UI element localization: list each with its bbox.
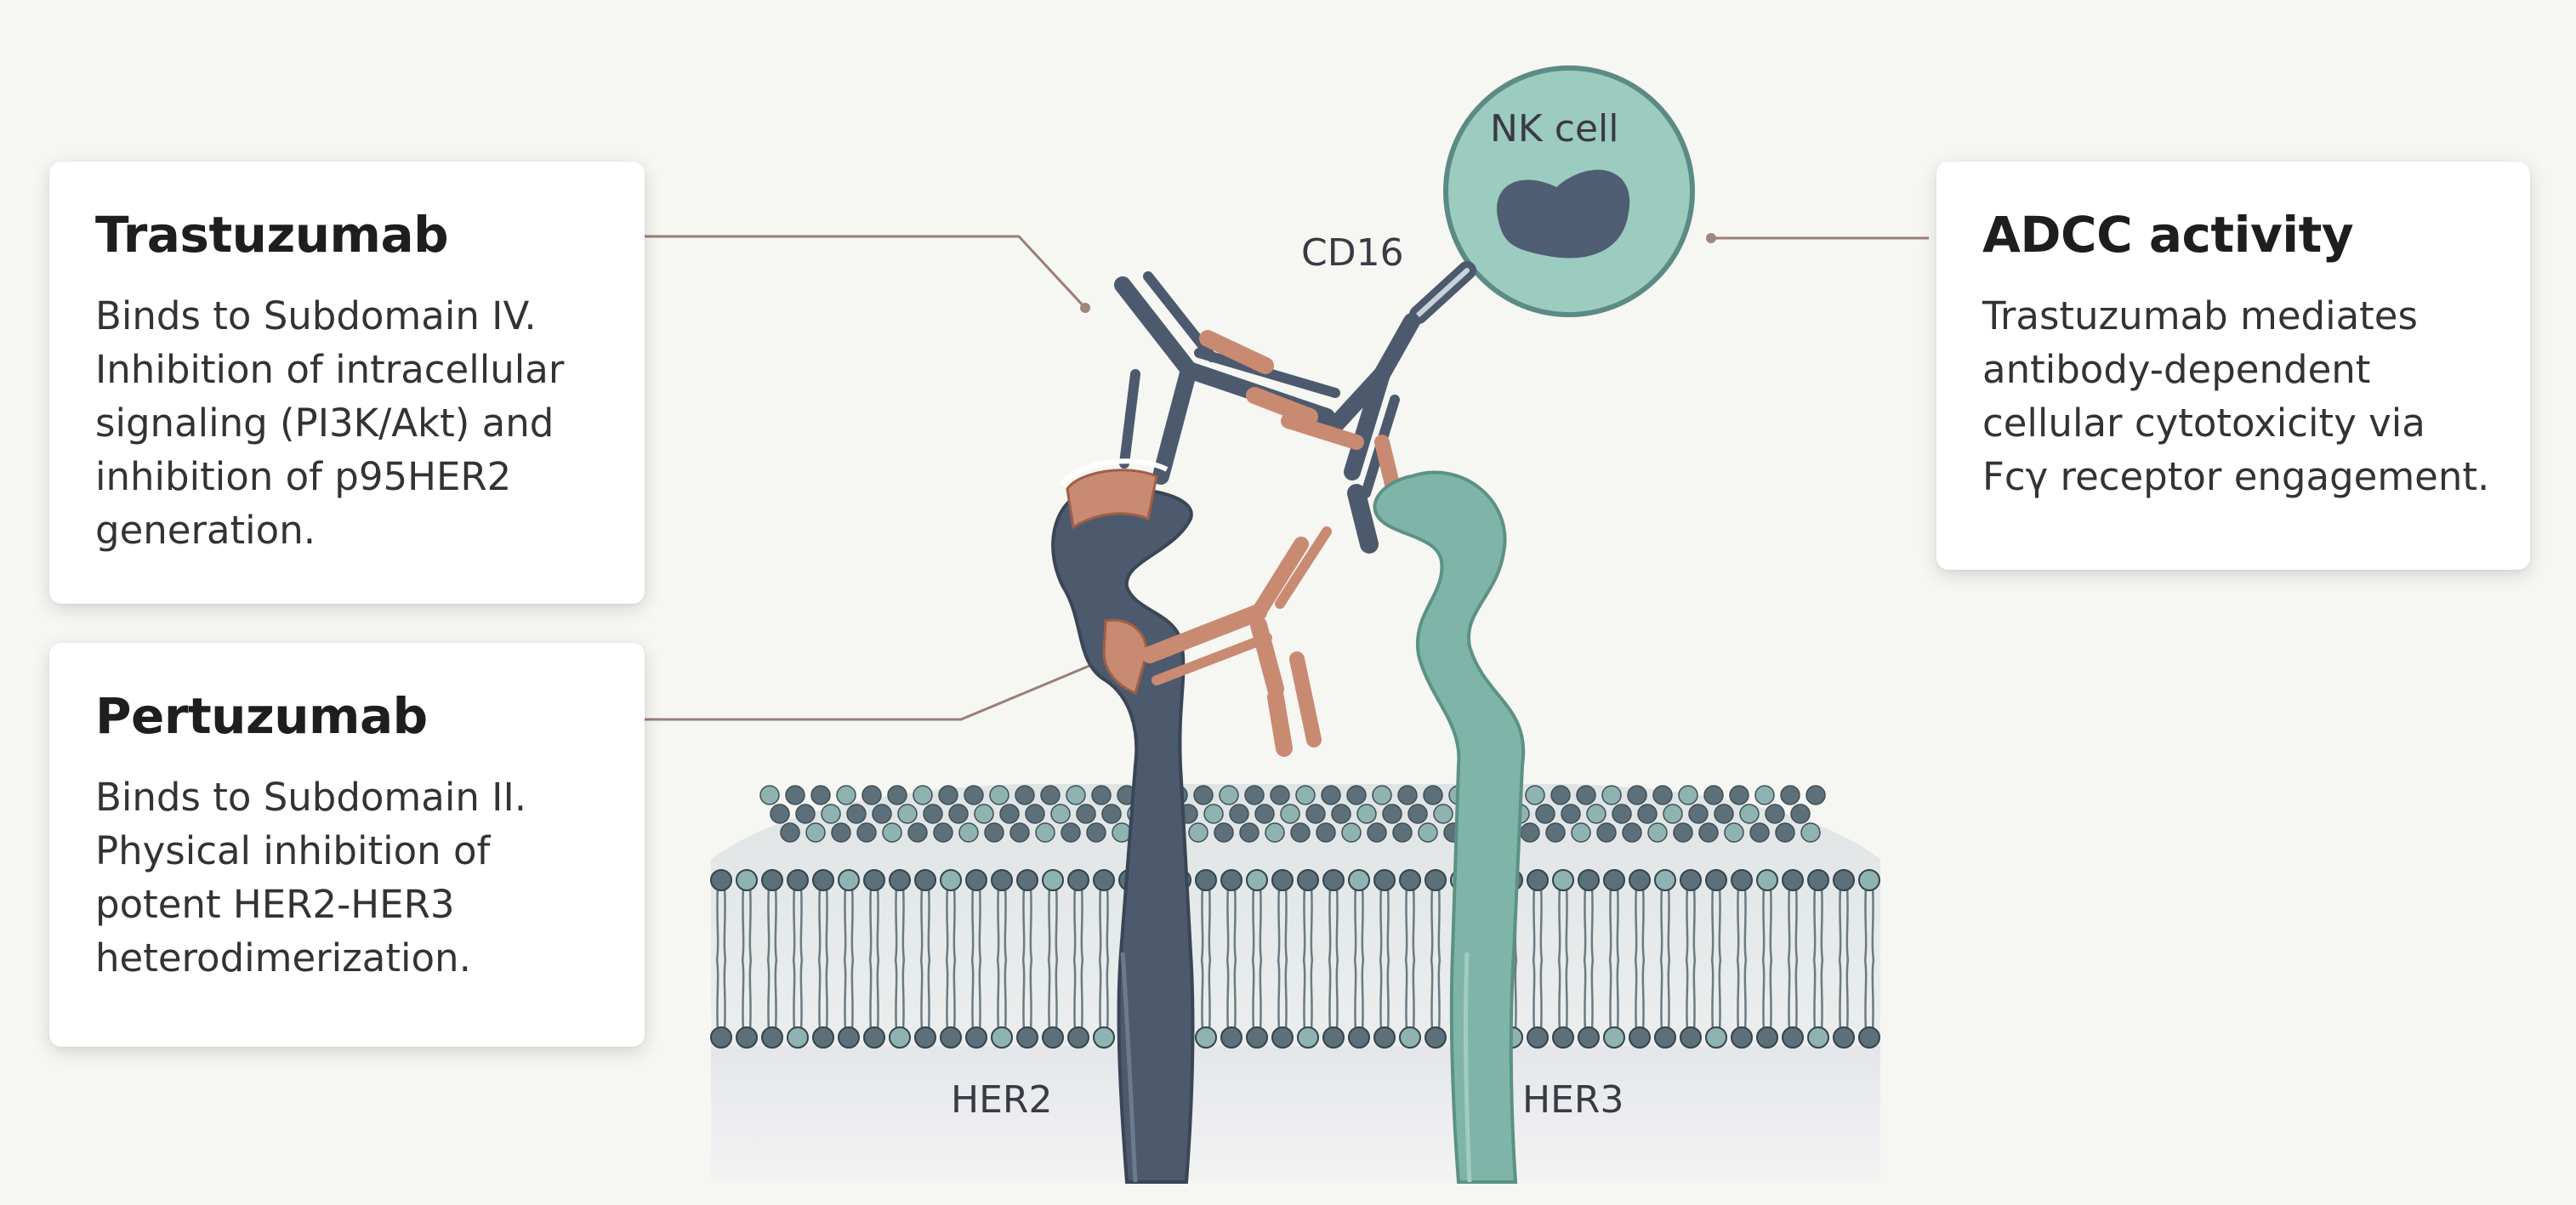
pertuzumab-line: Binds to Subdomain II. (95, 775, 527, 820)
trastuzumab-leader-line (503, 235, 1087, 310)
lipid-bilayer (710, 784, 1880, 1049)
adcc-line: Fcγ receptor engagement. (1982, 454, 2490, 499)
cytoplasm-region (711, 1046, 1880, 1182)
trastuzumab-line: Binds to Subdomain IV. (95, 293, 537, 338)
trastuzumab-description: Binds to Subdomain IV. Inhibition of int… (95, 289, 611, 557)
adcc-description: Trastuzumab mediates antibody-dependent … (1982, 289, 2496, 503)
her2-label: HER2 (951, 1078, 1053, 1122)
trastuzumab-line: Inhibition of intracellular (95, 347, 565, 392)
pertuzumab-line: heterodimerization. (95, 935, 471, 980)
adcc-card: ADCC activity Trastuzumab mediates antib… (1936, 162, 2530, 570)
pertuzumab-line: Physical inhibition of (95, 828, 491, 873)
pertuzumab-description: Binds to Subdomain II. Physical inhibiti… (95, 770, 611, 985)
adcc-leader-dot (1706, 233, 1716, 243)
nk-cell-label: NK cell (1490, 107, 1619, 151)
nk-cell-nucleus (1497, 169, 1630, 259)
her2-receptor (1051, 458, 1195, 1184)
trastuzumab-line: signaling (PI3K/Akt) and (95, 401, 554, 446)
trastuzumab-leader-dot (1080, 303, 1090, 313)
trastuzumab-line: inhibition of p95HER2 (95, 454, 512, 499)
pertuzumab-line: potent HER2-HER3 (95, 882, 455, 927)
trastuzumab-title: Trastuzumab (95, 206, 449, 264)
adcc-line: antibody-dependent (1982, 347, 2371, 392)
adcc-line: cellular cytotoxicity via (1982, 401, 2425, 446)
adcc-title: ADCC activity (1982, 206, 2354, 264)
pertuzumab-antibody (1141, 526, 1332, 757)
her3-label: HER3 (1522, 1078, 1624, 1122)
cd16-receptor (1409, 261, 1476, 324)
trastuzumab-line: generation. (95, 508, 316, 553)
cd16-label: CD16 (1301, 231, 1404, 275)
trastuzumab-card: Trastuzumab Binds to Subdomain IV. Inhib… (49, 162, 645, 604)
nk-cell (1443, 65, 1695, 317)
cd16-bound-antibody (1281, 313, 1420, 554)
pertuzumab-title: Pertuzumab (95, 687, 428, 745)
adcc-line: Trastuzumab mediates (1982, 293, 2418, 338)
pertuzumab-card: Pertuzumab Binds to Subdomain II. Physic… (49, 643, 645, 1047)
her3-receptor (1373, 470, 1526, 1184)
trastuzumab-antibody (1114, 271, 1340, 485)
